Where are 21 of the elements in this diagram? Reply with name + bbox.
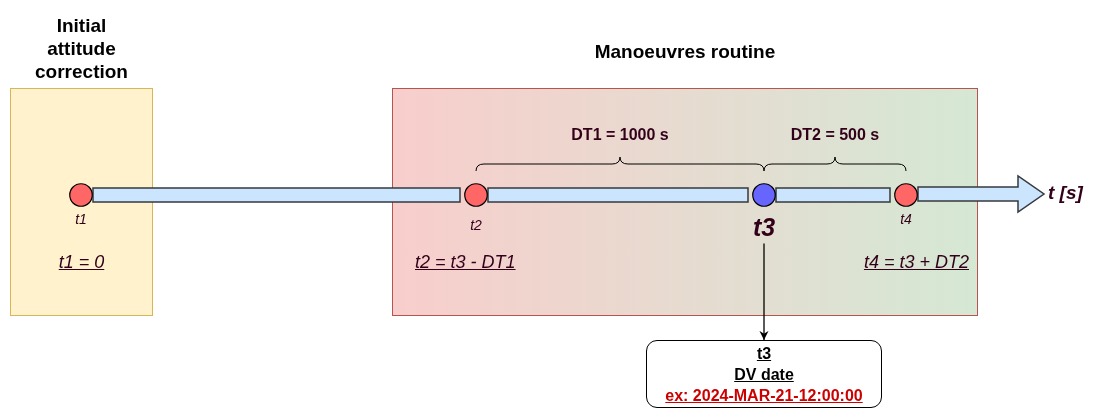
event-label: t4 <box>900 212 912 228</box>
time-formula: t2 = t3 - DT1 <box>415 252 516 273</box>
note-text: ex: 2024-MAR-21-12:00:00 <box>665 385 863 406</box>
timeline-arrow <box>487 187 749 203</box>
time-formula: t1 = 0 <box>58 252 105 273</box>
event-label: t2 <box>470 218 482 234</box>
axis-label: t [s] <box>1048 182 1083 204</box>
timeline-arrow <box>92 187 461 203</box>
time-formula: t4 = t3 + DT2 <box>863 252 969 273</box>
duration-label: DT1 = 1000 s <box>571 126 669 144</box>
duration-label: DT2 = 500 s <box>790 126 880 144</box>
note-text: DV date <box>734 364 794 385</box>
event-label: t3 <box>752 214 776 242</box>
timeline-arrow <box>775 187 891 203</box>
note-text: t3 <box>756 343 772 364</box>
timeline-arrow <box>917 174 1046 214</box>
leader-arrow <box>759 242 769 341</box>
event-label: t1 <box>75 212 87 228</box>
phase-title: Initial attitude correction <box>34 14 129 83</box>
note-box <box>646 340 882 408</box>
phase-title: Manoeuvres routine <box>593 40 777 63</box>
